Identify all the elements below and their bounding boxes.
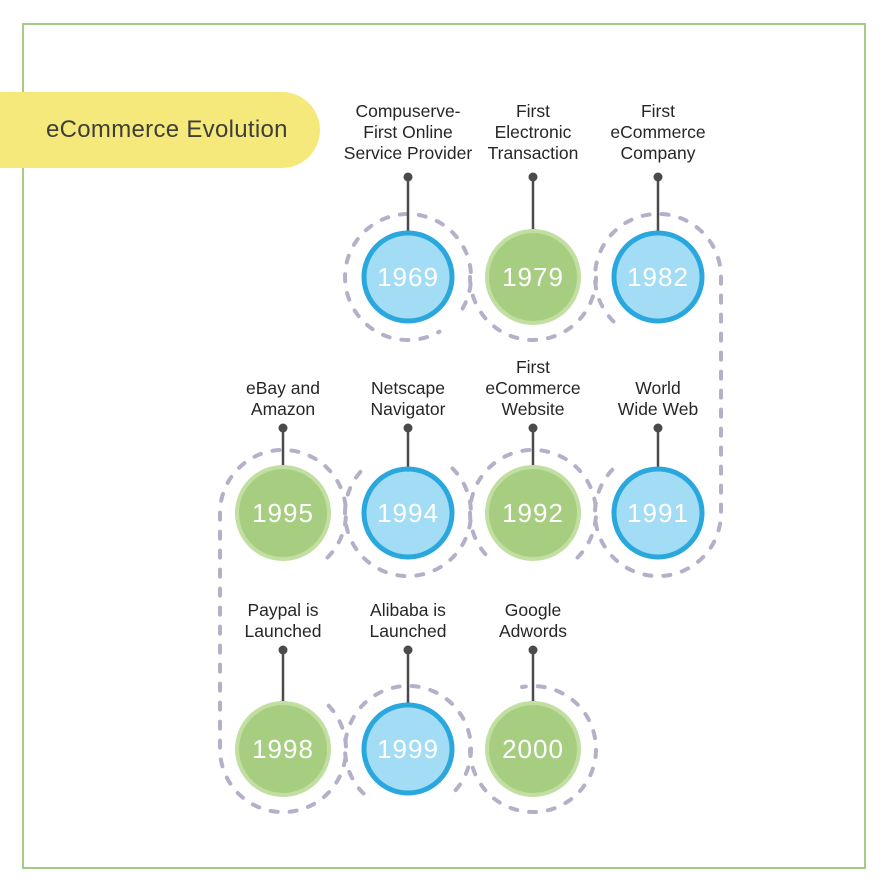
milestone-label-1998: Paypal is Launched	[244, 600, 322, 641]
connector-dot	[278, 423, 288, 433]
milestone-year: 1979	[502, 262, 564, 292]
title-banner: eCommerce Evolution	[0, 92, 320, 168]
milestone-label-2000: Google Adwords	[498, 600, 568, 641]
milestone-circle-1979	[485, 229, 581, 325]
milestone-circle-1992	[485, 465, 581, 561]
milestone-year: 1982	[627, 262, 689, 292]
milestone-year: 1999	[377, 734, 439, 764]
milestone-label-1979: First Electronic Transaction	[487, 101, 579, 163]
milestone-year: 1995	[252, 498, 314, 528]
milestone-circle-1998	[235, 701, 331, 797]
milestone-label-1992: First eCommerce Website	[485, 357, 581, 419]
connector-dot	[528, 423, 538, 433]
connector-dot	[403, 172, 413, 182]
milestone-year: 2000	[502, 734, 564, 764]
milestone-circle-1982	[611, 230, 705, 324]
milestone-label-1995: eBay and Amazon	[246, 378, 320, 419]
page-title: eCommerce Evolution	[46, 116, 288, 143]
milestone-label-1991: World Wide Web	[617, 378, 699, 419]
connector-dot	[528, 172, 538, 182]
milestone-year: 1992	[502, 498, 564, 528]
milestone-label-1999: Alibaba is Launched	[369, 600, 447, 641]
milestone-label-1969: Compuserve- First Online Service Provide…	[343, 101, 473, 163]
milestone-label-1994: Netscape Navigator	[370, 378, 446, 419]
milestone-circle-1991	[611, 466, 705, 560]
milestone-circle-1995	[235, 465, 331, 561]
frame-border	[22, 23, 866, 869]
milestone-circle-2000	[485, 701, 581, 797]
connector-dot	[653, 423, 663, 433]
milestone-label-1982: First eCommerce Company	[610, 101, 706, 163]
connector-dot	[403, 645, 413, 655]
connector-dot	[278, 645, 288, 655]
milestone-circle-1999	[361, 702, 455, 796]
milestone-year: 1969	[377, 262, 439, 292]
connector-dot	[528, 645, 538, 655]
milestone-year: 1998	[252, 734, 314, 764]
milestone-circle-1969	[361, 230, 455, 324]
milestone-year: 1994	[377, 498, 439, 528]
connector-dot	[653, 172, 663, 182]
circles-layer: 1969 1979 1982 1995 1994 1992 1991 1998 1999 2000	[235, 229, 705, 797]
milestone-year: 1991	[627, 498, 689, 528]
timeline-dashed-path	[218, 211, 723, 815]
connector-dot	[403, 423, 413, 433]
milestone-circle-1994	[361, 466, 455, 560]
